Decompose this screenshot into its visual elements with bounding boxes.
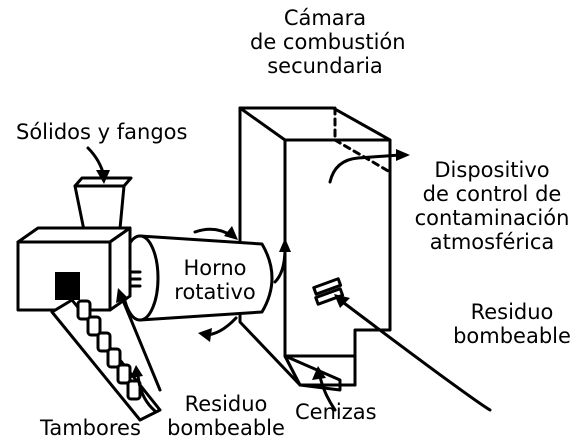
pumpable-waste-inlet-right bbox=[312, 277, 345, 306]
drum-conveyor bbox=[50, 298, 162, 422]
pumpable-waste-bottom-label: Residuo bombeable bbox=[165, 392, 287, 440]
secondary-chamber-label-line-2: de combustión bbox=[250, 30, 406, 54]
pollution-control-label-line-3: contaminación bbox=[414, 206, 570, 230]
flow-arrows bbox=[86, 146, 492, 413]
feed-door bbox=[55, 272, 80, 300]
solids-sludge-label: Sólidos y fangos bbox=[16, 120, 188, 144]
rotary-kiln-label: Horno rotativo bbox=[165, 256, 265, 304]
pumpable-waste-right-label-line-2: bombeable bbox=[453, 324, 571, 348]
pollution-control-label: Dispositivo de control de contaminación … bbox=[412, 158, 572, 254]
drums-label: Tambores bbox=[40, 416, 141, 440]
secondary-combustion-chamber bbox=[238, 106, 392, 392]
pumpable-waste-right-label-line-1: Residuo bbox=[470, 300, 554, 324]
pollution-control-label-line-2: de control de bbox=[422, 182, 562, 206]
drums bbox=[76, 299, 142, 401]
feed-box bbox=[16, 226, 132, 312]
pumpable-waste-bottom-label-line-1: Residuo bbox=[184, 392, 268, 416]
rotary-kiln-label-line-1: Horno bbox=[183, 256, 247, 280]
rotary-kiln-label-line-2: rotativo bbox=[174, 280, 256, 304]
pollution-control-label-line-1: Dispositivo bbox=[434, 158, 550, 182]
pumpable-waste-bottom-label-line-2: bombeable bbox=[167, 416, 285, 440]
pumpable-waste-right-label: Residuo bombeable bbox=[452, 300, 572, 348]
secondary-chamber-label: Cámara de combustión secundaria bbox=[250, 6, 406, 78]
secondary-chamber-label-line-3: secundaria bbox=[267, 54, 383, 78]
pollution-control-label-line-4: atmosférica bbox=[429, 230, 555, 254]
secondary-chamber-label-line-1: Cámara bbox=[283, 6, 367, 30]
ashes-label: Cenizas bbox=[295, 400, 377, 424]
